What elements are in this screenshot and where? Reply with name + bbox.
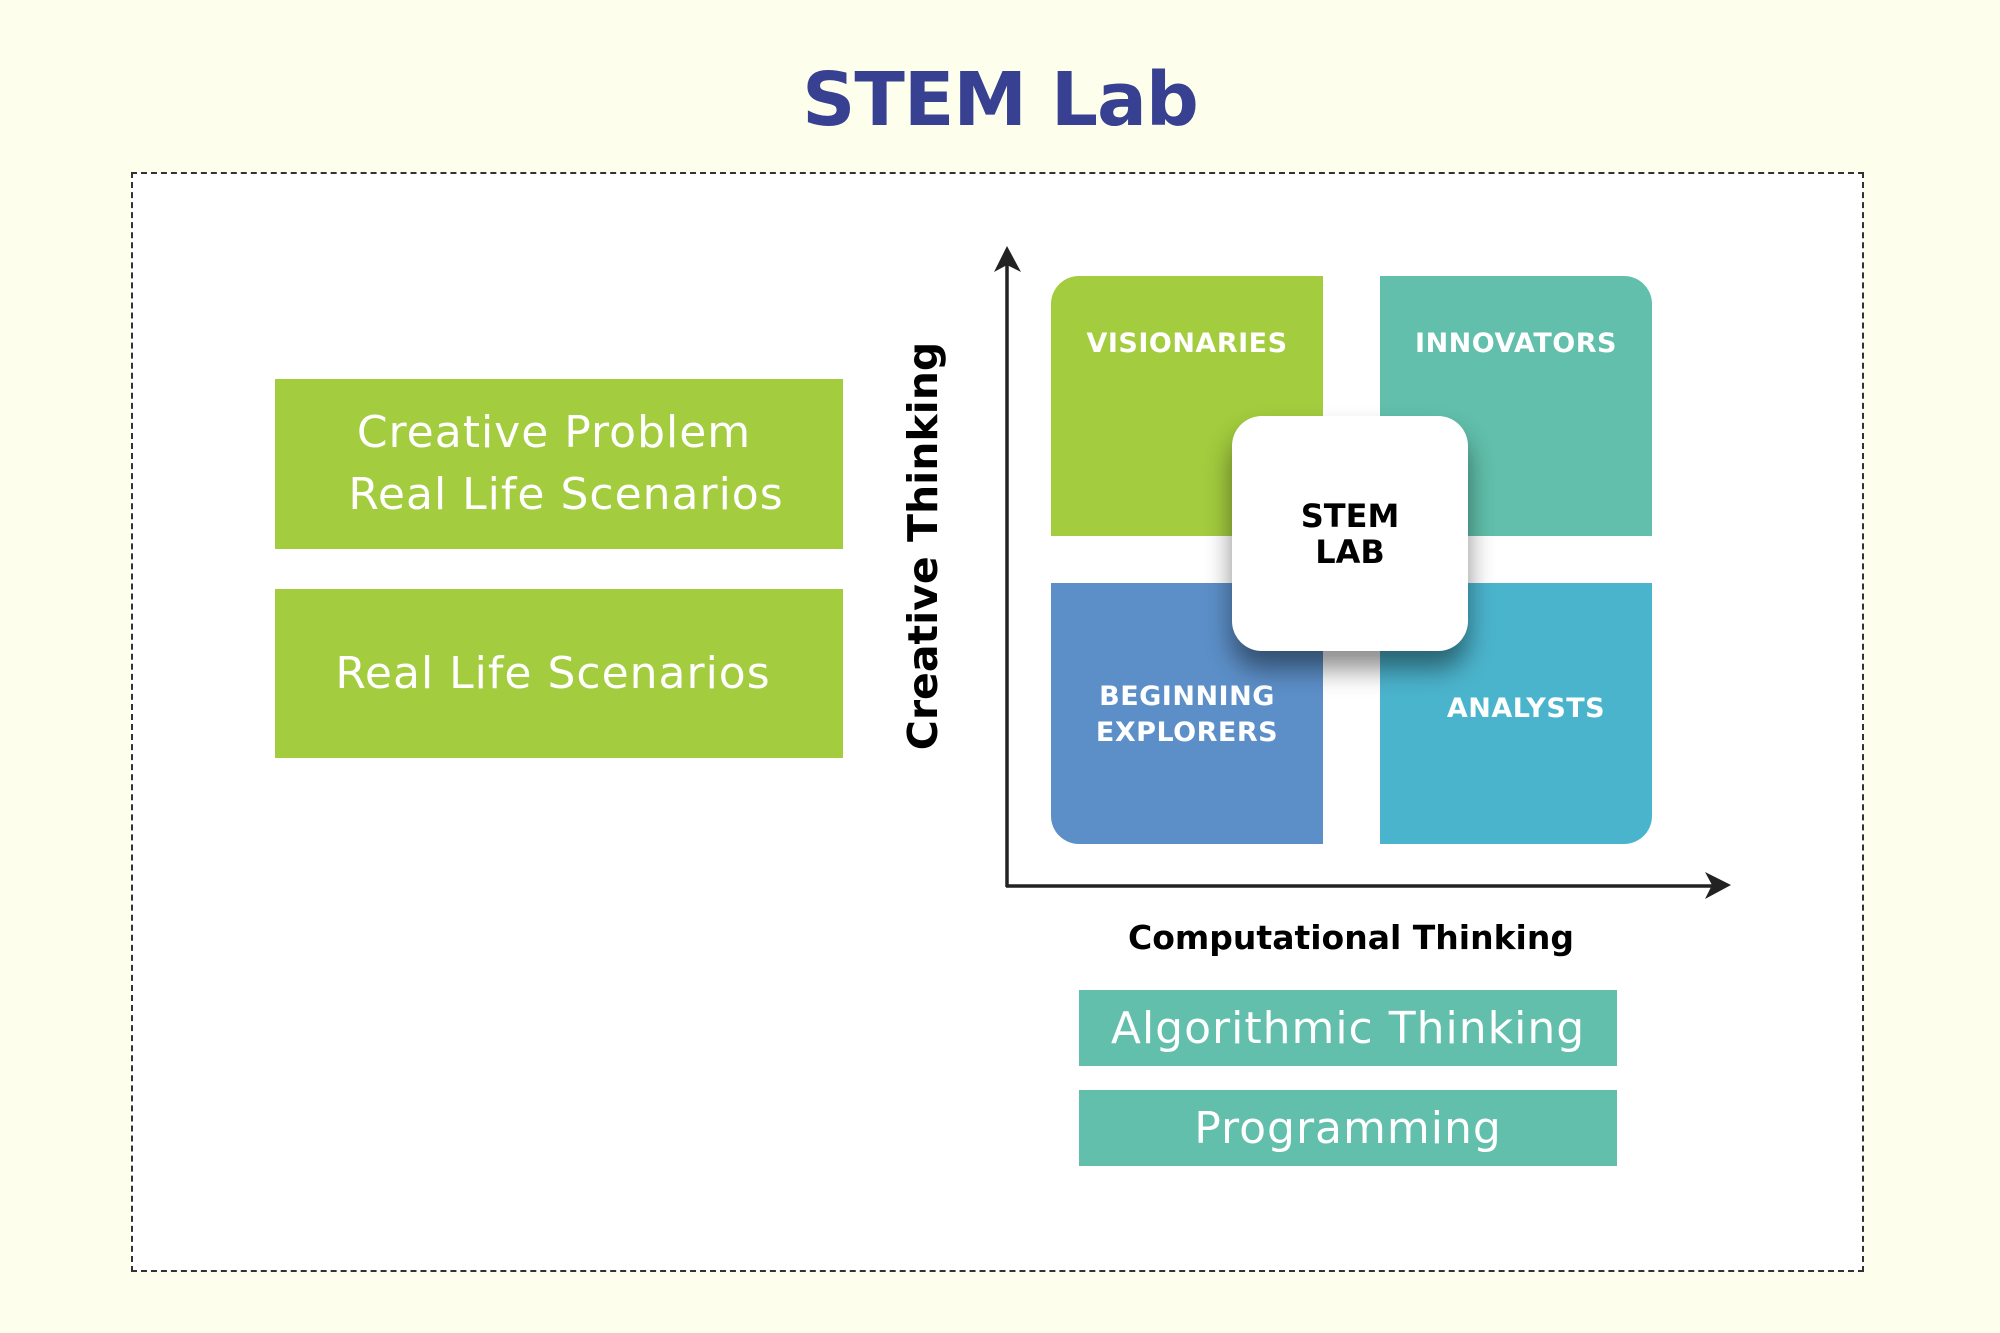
quadrant-label: INNOVATORS [1415, 328, 1617, 359]
quadrant-label: BEGINNING [1099, 681, 1275, 712]
center-label: LAB [1315, 532, 1385, 571]
y-axis-label: Creative Thinking [899, 341, 947, 751]
left-box-real-life: Real Life Scenarios [275, 589, 843, 758]
quadrant-label: VISIONARIES [1086, 328, 1288, 359]
left-box-line: Real Life Scenarios [335, 647, 771, 699]
center-stem-lab-card: STEM LAB [1232, 416, 1468, 651]
left-box-creative-problem: Creative Problem Real Life Scenarios [275, 379, 843, 549]
quadrant-beginning-explorers: BEGINNING EXPLORERS [1051, 583, 1323, 844]
bottom-box-label: Programming [1194, 1102, 1502, 1154]
bottom-box-label: Algorithmic Thinking [1110, 1002, 1586, 1054]
left-box-line: Real Life Scenarios [348, 469, 784, 520]
bottom-box-programming: Programming [1079, 1090, 1617, 1166]
x-axis-label: Computational Thinking [1128, 918, 1574, 957]
center-label: STEM [1300, 496, 1400, 535]
quadrant-label: EXPLORERS [1095, 717, 1279, 748]
left-box-line: Creative Problem [356, 407, 752, 458]
page-title: STEM Lab [802, 57, 1199, 143]
bottom-box-algorithmic-thinking: Algorithmic Thinking [1079, 990, 1617, 1066]
quadrant-label: ANALYSTS [1446, 693, 1606, 724]
